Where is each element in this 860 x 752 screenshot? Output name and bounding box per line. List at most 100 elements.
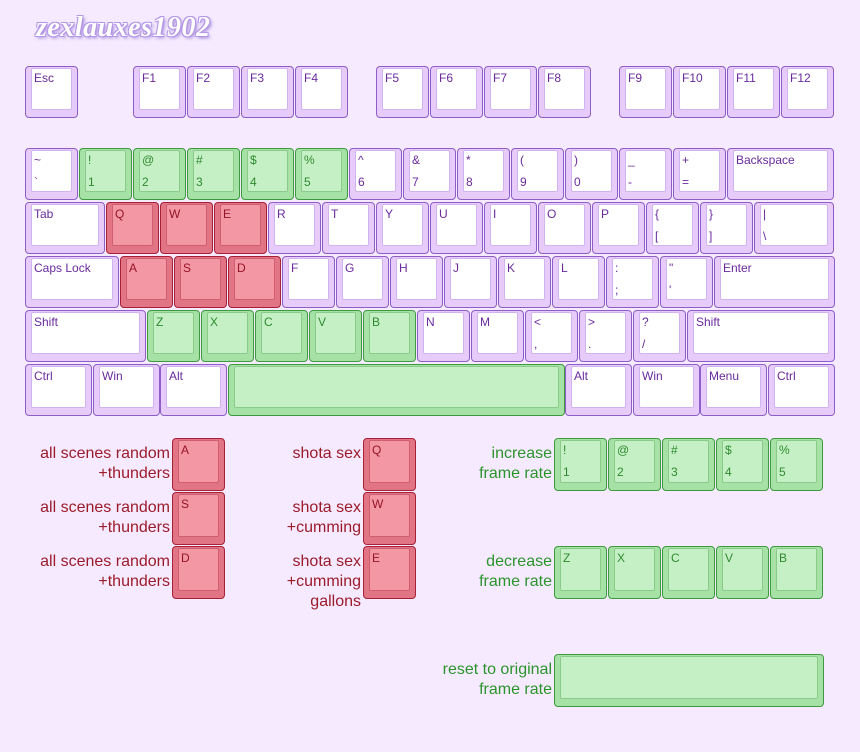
key-label-top: Alt — [169, 369, 184, 383]
legend-description: all scenes random+thunders — [40, 498, 170, 538]
keycap-top — [382, 68, 423, 110]
keycap-top — [178, 440, 219, 483]
key-label-top: # — [671, 443, 678, 457]
key-w: W — [160, 202, 213, 254]
key-label-bottom: 7 — [412, 175, 419, 189]
key-alt: Alt — [160, 364, 227, 416]
key-label-bottom: 8 — [466, 175, 473, 189]
key-m: M — [471, 310, 524, 362]
keycap-top — [355, 150, 396, 192]
keycap-top — [531, 312, 572, 354]
legend-key-a: A — [172, 438, 225, 491]
key-caps-lock: Caps Lock — [25, 256, 119, 308]
key-label-top: { — [655, 207, 660, 221]
key-label-top: G — [345, 261, 355, 275]
key-q: Q — [106, 202, 159, 254]
key-ctrl: Ctrl — [25, 364, 92, 416]
key-at: @2 — [133, 148, 186, 200]
key-i: I — [484, 202, 537, 254]
key-f4: F4 — [295, 66, 348, 118]
key-a: A — [120, 256, 173, 308]
key-shift: Shift — [25, 310, 146, 362]
key-label-top: O — [547, 207, 557, 221]
key-plus: += — [673, 148, 726, 200]
legend-key-exclam: !1 — [554, 438, 607, 491]
keycap-top — [598, 204, 639, 246]
key-label-bottom: 6 — [358, 175, 365, 189]
keycap-top — [544, 68, 585, 110]
keycap-top — [639, 312, 680, 354]
key-label-top: F9 — [628, 71, 643, 85]
key-label-bottom: 4 — [725, 465, 732, 479]
key-label-top: ^ — [358, 153, 364, 167]
key-label-top: Shift — [696, 315, 721, 329]
legend-key-v: V — [716, 546, 769, 599]
key-f6: F6 — [430, 66, 483, 118]
keycap-top — [787, 68, 828, 110]
keycap-top — [490, 68, 531, 110]
legend-description-line: +thunders — [98, 465, 170, 482]
legend-description-line: +cumming — [286, 573, 361, 590]
legend-description-line: +thunders — [98, 519, 170, 536]
key-label-top: C — [671, 551, 680, 565]
legend-key-at: @2 — [608, 438, 661, 491]
key-label-bottom: 2 — [142, 175, 149, 189]
key-h: H — [390, 256, 443, 308]
keycap-top — [733, 150, 828, 192]
keycap-top — [774, 366, 829, 408]
keycap-top — [396, 258, 437, 300]
keycap-top — [585, 312, 626, 354]
key-label-top: Esc — [34, 71, 55, 85]
key-f1: F1 — [133, 66, 186, 118]
key-colon: :; — [606, 256, 659, 308]
key-label-top: J — [453, 261, 459, 275]
key-question: ?/ — [633, 310, 686, 362]
legend-key-x: X — [608, 546, 661, 599]
key-label-bottom: 1 — [563, 465, 570, 479]
key-label-top: @ — [617, 443, 630, 457]
keycap-top — [207, 312, 248, 354]
key-tab: Tab — [25, 202, 105, 254]
legend-key-hash: #3 — [662, 438, 715, 491]
key-label-top: F5 — [385, 71, 400, 85]
key-label-top: @ — [142, 153, 155, 167]
key-label-bottom: 1 — [88, 175, 95, 189]
legend-description-line: decrease — [486, 553, 552, 570]
key-f9: F9 — [619, 66, 672, 118]
key-f8: F8 — [538, 66, 591, 118]
key-label-bottom: 4 — [250, 175, 257, 189]
keycap-top — [693, 312, 829, 354]
key-label-top: F12 — [790, 71, 811, 85]
key-label-top: F10 — [682, 71, 703, 85]
key-label-top: ) — [574, 153, 578, 167]
legend-description-line: +cumming — [286, 519, 361, 536]
key-f10: F10 — [673, 66, 726, 118]
keycap-top — [261, 312, 302, 354]
key-label-top: } — [709, 207, 714, 221]
key-gt: >. — [579, 310, 632, 362]
key-label-bottom: 2 — [617, 465, 624, 479]
key-b: B — [363, 310, 416, 362]
keycap-top — [274, 204, 315, 246]
key-label-bottom: 0 — [574, 175, 581, 189]
key-label-top: V — [318, 315, 327, 329]
keycap-top — [31, 366, 86, 408]
key-x: X — [201, 310, 254, 362]
key-label-top: U — [439, 207, 448, 221]
key-label-bottom: ` — [34, 175, 38, 189]
key-label-top: _ — [628, 153, 635, 167]
key-label-top: # — [196, 153, 203, 167]
key-label-top: ? — [642, 315, 649, 329]
key-label-top: E — [372, 551, 381, 565]
legend-key-dollar: $4 — [716, 438, 769, 491]
key-d: D — [228, 256, 281, 308]
legend-key-space — [554, 654, 824, 707]
keycap-top — [315, 312, 356, 354]
legend-description-line: frame rate — [479, 465, 552, 482]
key-win: Win — [633, 364, 700, 416]
legend-key-c: C — [662, 546, 715, 599]
legend-key-d: D — [172, 546, 225, 599]
keycap-top — [31, 258, 113, 300]
key-rbrace: }] — [700, 202, 753, 254]
